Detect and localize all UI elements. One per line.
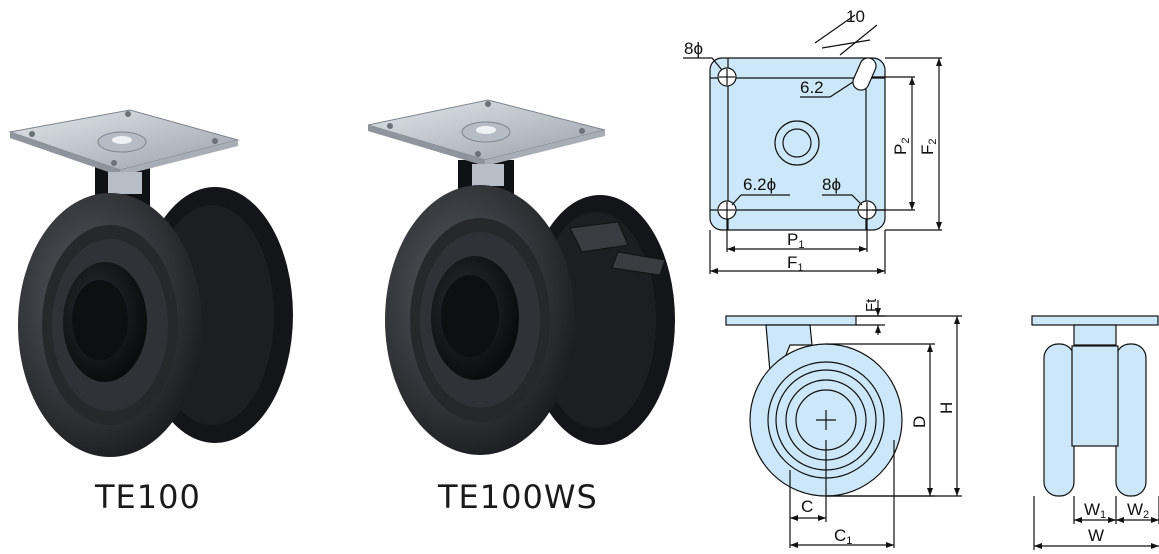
caster-photo-te100ws: [367, 99, 675, 455]
dim-f2: F2: [918, 138, 939, 155]
dim-hole-bottom-left: 6.2ϕ: [743, 175, 776, 194]
dim-slot-width: 10: [846, 7, 865, 26]
dim-f1: F1: [787, 253, 804, 274]
front-wheel-right: [1115, 343, 1147, 497]
dim-hole-bottom-right: 8ϕ: [822, 175, 841, 194]
dim-ft: Ft: [863, 298, 880, 312]
dim-c1: C1: [834, 526, 852, 547]
dim-hole-top-left: 8ϕ: [684, 39, 703, 58]
side-plate: [725, 315, 857, 326]
dim-w1: W1: [1084, 500, 1106, 521]
dim-p1: P1: [787, 230, 804, 251]
front-plate: [1031, 315, 1159, 326]
center-hub-inner: [782, 128, 812, 158]
product-name-te100ws: TE100WS: [438, 478, 598, 516]
slot-hole-top-right: [852, 57, 877, 91]
front-wheel-left: [1043, 343, 1075, 497]
dim-d: D: [910, 416, 929, 428]
product-name-te100: TE100: [95, 478, 201, 516]
dim-c: C: [801, 497, 813, 516]
dim-h: H: [937, 402, 956, 414]
dim-p2: P2: [891, 138, 912, 155]
dim-w: W: [1088, 526, 1104, 545]
caster-photo-te100: [8, 109, 293, 457]
dim-w2: W2: [1127, 500, 1149, 521]
dim-slot-dia: 6.2: [800, 78, 824, 97]
